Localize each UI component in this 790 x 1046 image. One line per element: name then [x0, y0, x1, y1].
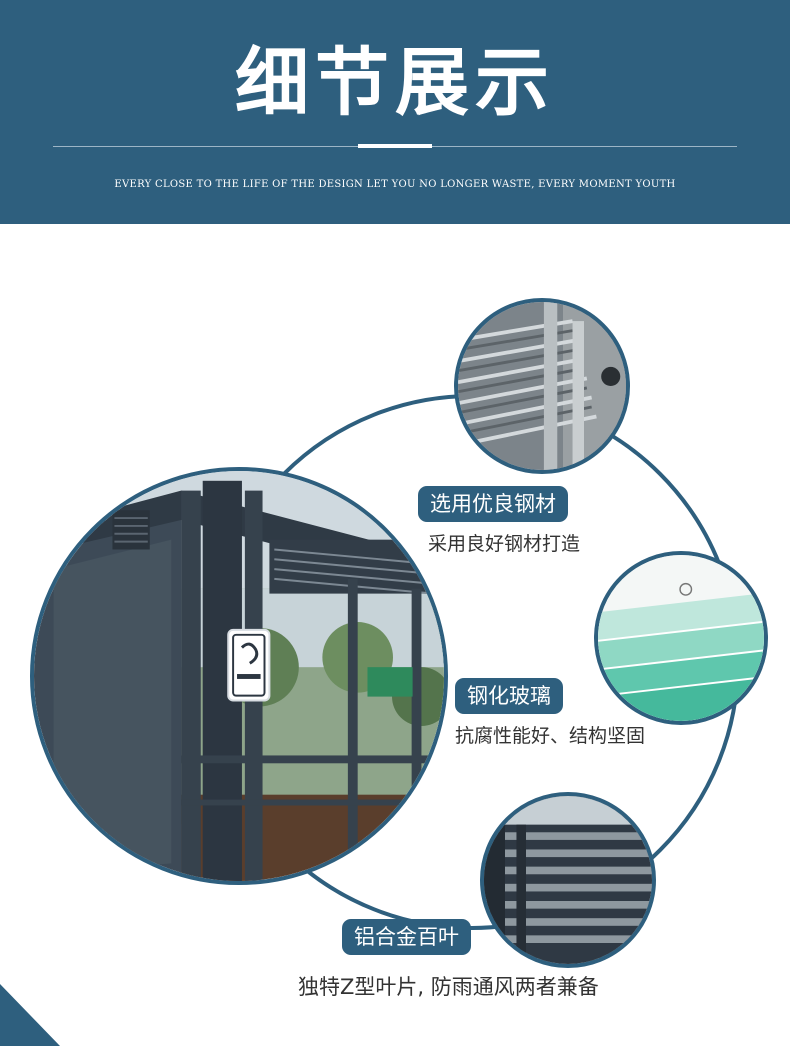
page-title: 细节展示: [235, 40, 555, 126]
feature-desc-louver: 独特Z型叶片, 防雨通风两者兼备: [298, 975, 599, 999]
header-banner: 细节展示 EVERY CLOSE TO THE LIFE OF THE DESI…: [0, 0, 790, 224]
feature-desc-glass: 抗腐性能好、结构坚固: [455, 725, 646, 747]
page-subtitle: EVERY CLOSE TO THE LIFE OF THE DESIGN LE…: [114, 179, 676, 190]
feature-desc-steel: 采用良好钢材打造: [428, 533, 581, 555]
louver-detail-photo: [480, 792, 656, 968]
feature-badge-glass: 钢化玻璃: [455, 678, 563, 714]
feature-badge-steel: 选用优良钢材: [418, 486, 568, 522]
corner-decoration: [0, 984, 60, 1046]
booth-photo: [30, 467, 448, 885]
glass-detail-photo: [594, 551, 768, 725]
feature-badge-louver: 铝合金百叶: [342, 919, 471, 955]
detail-showcase: 选用优良钢材 采用良好钢材打造 钢化玻璃 抗腐性能好、结构坚固 铝合金百叶 独特…: [0, 224, 790, 1046]
steel-detail-photo: [454, 298, 630, 474]
title-divider-accent: [358, 144, 432, 148]
no-smoking-sign-icon: [227, 628, 271, 702]
